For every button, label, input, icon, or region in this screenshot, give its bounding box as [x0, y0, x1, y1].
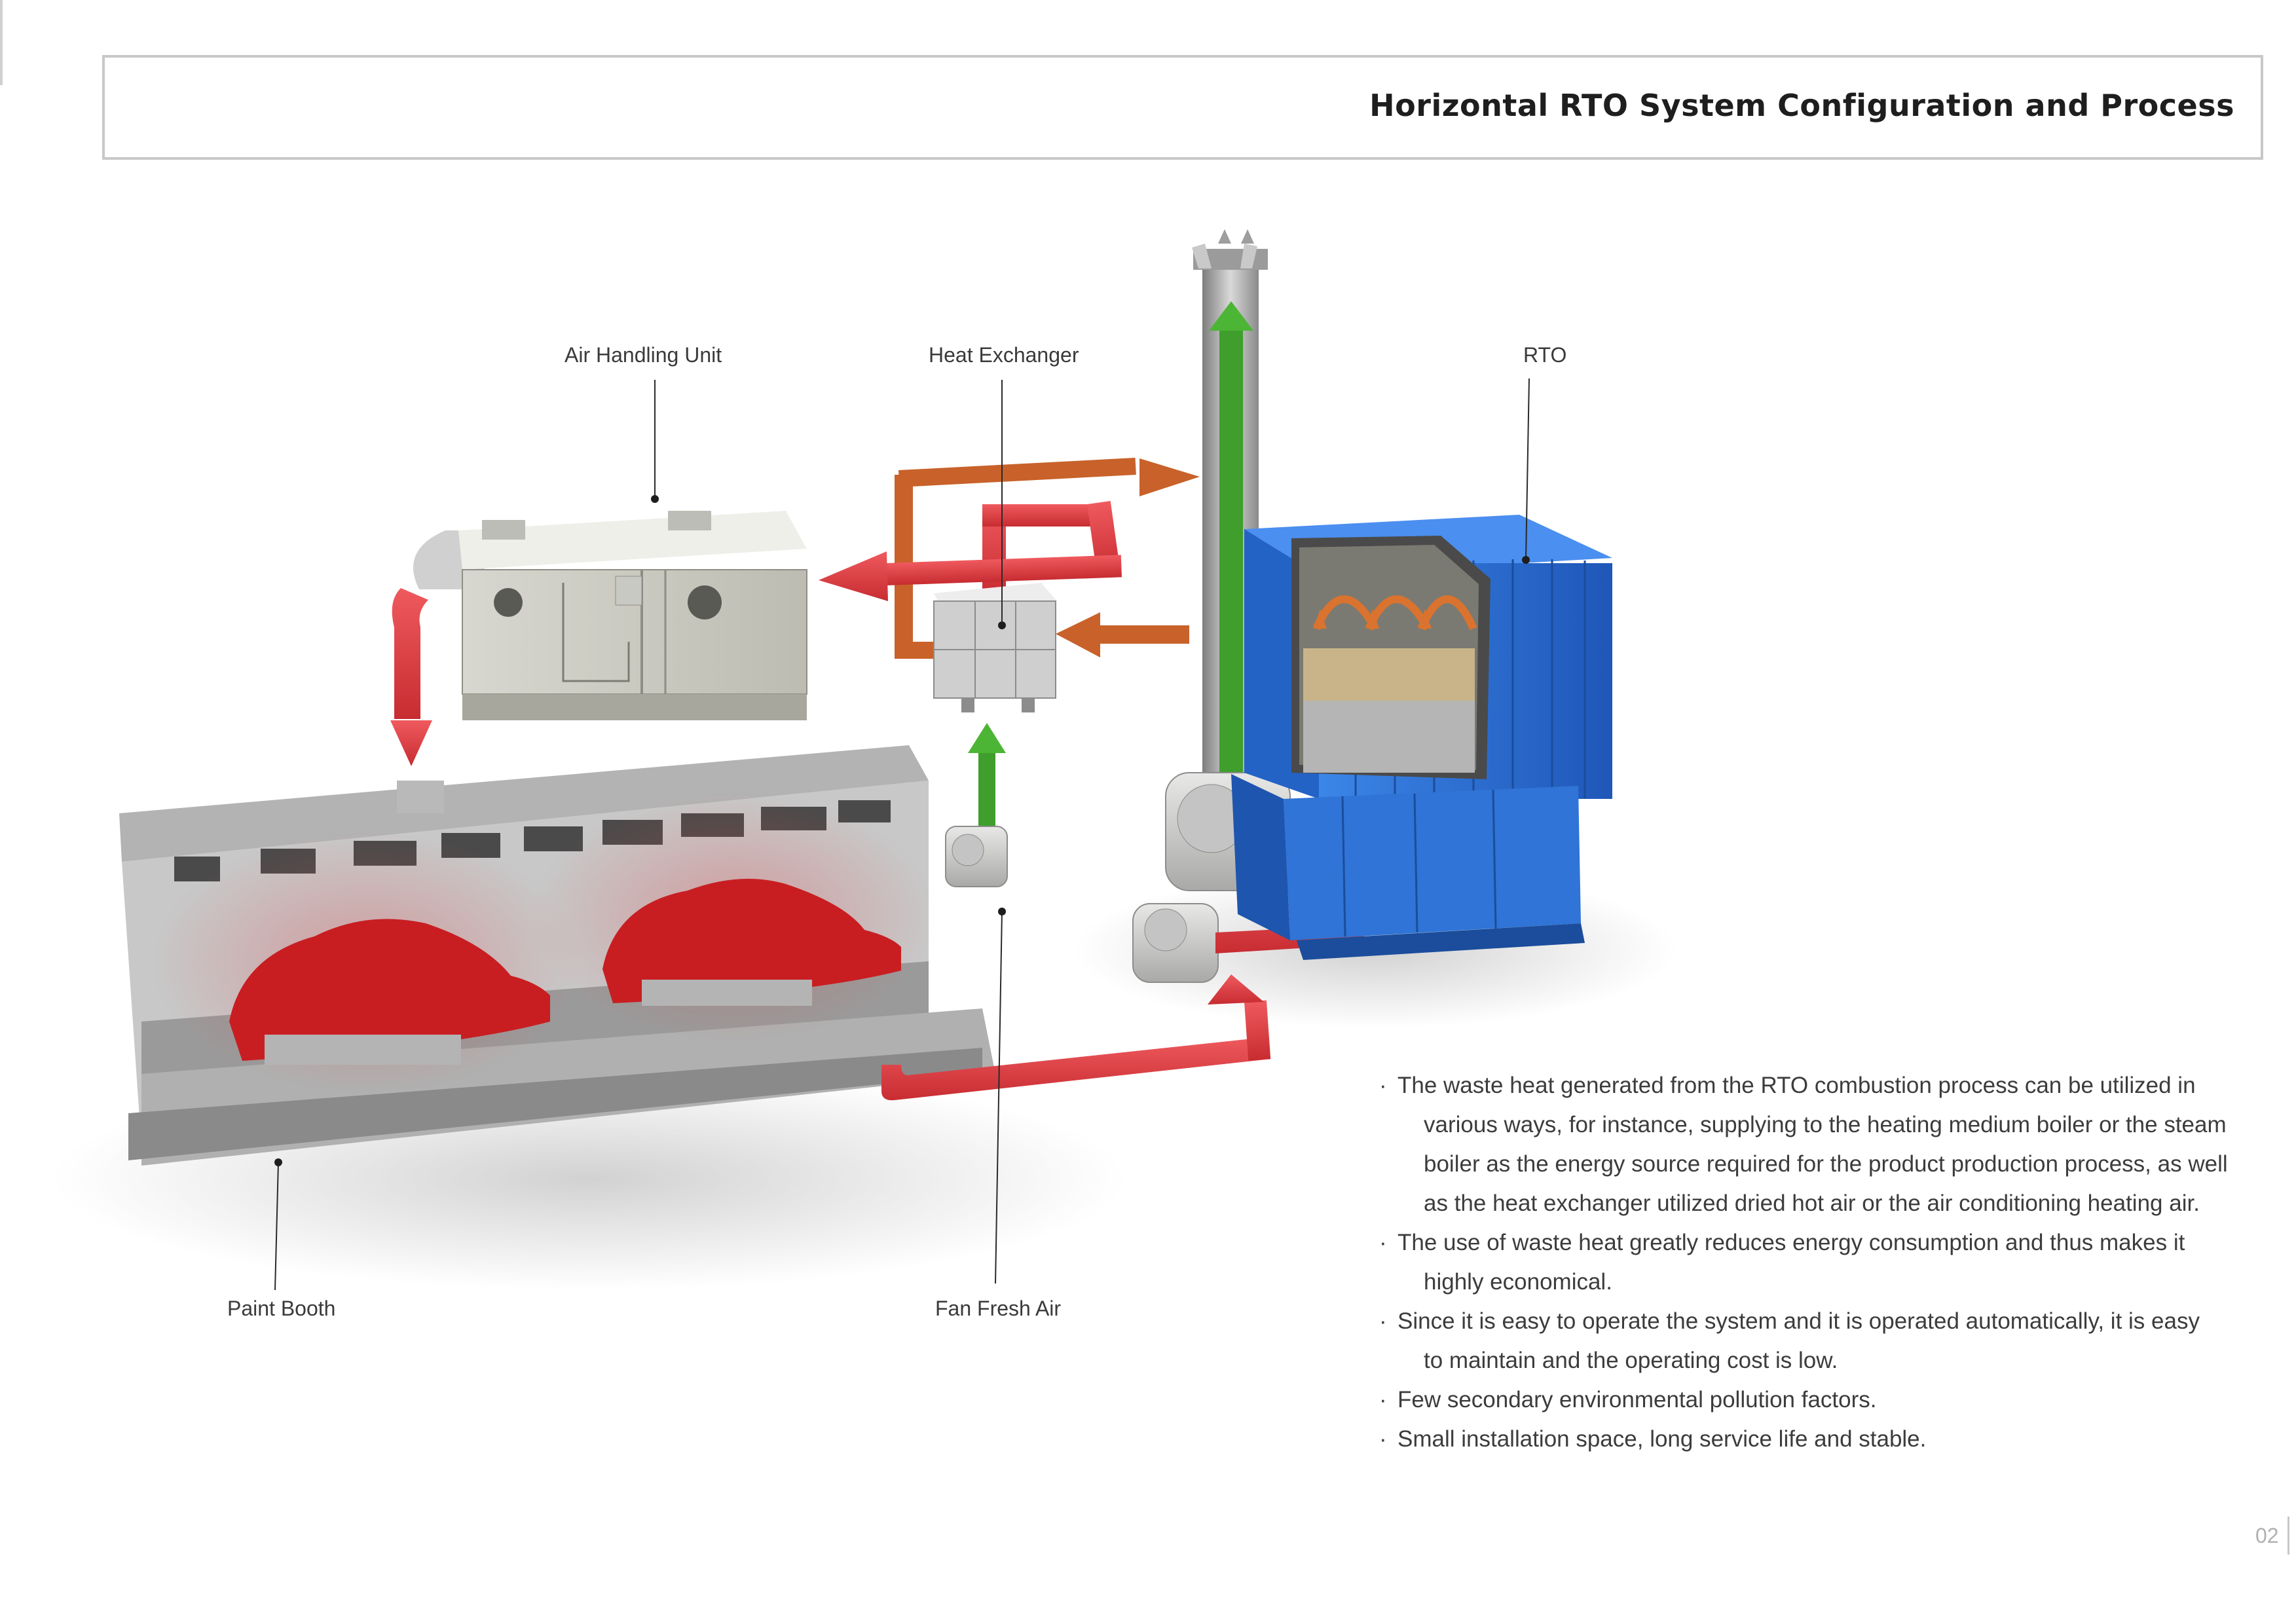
bullet-marker: ·: [1379, 1230, 1387, 1255]
benefit-item: · The use of waste heat greatly reduces …: [1379, 1223, 2257, 1302]
label-heat-exchanger: Heat Exchanger: [929, 343, 1079, 367]
car-bodies: [151, 792, 936, 1094]
return-air-duct: [881, 974, 1271, 1101]
bullet-marker: ·: [1379, 1308, 1387, 1334]
rto-lower-ribs: [1341, 789, 1497, 937]
page-number-rule: [2287, 1517, 2289, 1555]
label-fan-fresh-air: Fan Fresh Air: [935, 1297, 1062, 1320]
header-box: Horizontal RTO System Configuration and …: [102, 55, 2263, 160]
benefit-item: · Since it is easy to operate the system…: [1379, 1302, 2257, 1380]
leader-dots: [274, 495, 1530, 1166]
label-air-handling-unit: Air Handling Unit: [565, 343, 722, 367]
fresh-air-fan: [945, 723, 1008, 887]
bullet-line: The use of waste heat greatly reduces en…: [1398, 1230, 2185, 1255]
red-hot-air-loop: [819, 500, 1122, 601]
corner-tick: [0, 0, 3, 85]
benefit-item: · Few secondary environmental pollution …: [1379, 1380, 2257, 1420]
leader-lines: [274, 378, 1530, 1291]
bullet-marker: ·: [1379, 1387, 1387, 1412]
bullet-line: Few secondary environmental pollution fa…: [1398, 1387, 1877, 1412]
heat-exchanger-unit: [933, 583, 1057, 712]
bullet-marker: ·: [1379, 1073, 1387, 1098]
bullet-line: as the heat exchanger utilized dried hot…: [1424, 1190, 2200, 1216]
page-title: Horizontal RTO System Configuration and …: [1369, 88, 2234, 123]
rto-unit: [1231, 515, 1612, 960]
rto-fans: [1132, 772, 1291, 983]
bullet-line: highly economical.: [1424, 1269, 1612, 1295]
air-handling-unit: [413, 511, 807, 720]
bullet-marker: ·: [1379, 1426, 1387, 1452]
label-rto: RTO: [1523, 343, 1567, 367]
bullet-line: Small installation space, long service l…: [1398, 1426, 1927, 1452]
benefit-item: · Small installation space, long service…: [1379, 1420, 2257, 1459]
clean-exhaust-arrow: [1209, 301, 1253, 799]
label-paint-booth: Paint Booth: [227, 1297, 336, 1320]
orange-loop-pipes: [895, 458, 1200, 659]
supply-air-arrow: [390, 588, 432, 766]
page-number: 02: [2255, 1524, 2279, 1547]
benefit-item: · The waste heat generated from the RTO …: [1379, 1066, 2257, 1223]
bullet-line: Since it is easy to operate the system a…: [1398, 1308, 2200, 1334]
bullet-line: to maintain and the operating cost is lo…: [1424, 1348, 1838, 1373]
bullet-line: The waste heat generated from the RTO co…: [1398, 1073, 2196, 1098]
bullet-line: boiler as the energy source required for…: [1424, 1151, 2228, 1177]
benefits-list: · The waste heat generated from the RTO …: [1379, 1066, 2257, 1459]
bullet-line: various ways, for instance, supplying to…: [1424, 1112, 2227, 1137]
